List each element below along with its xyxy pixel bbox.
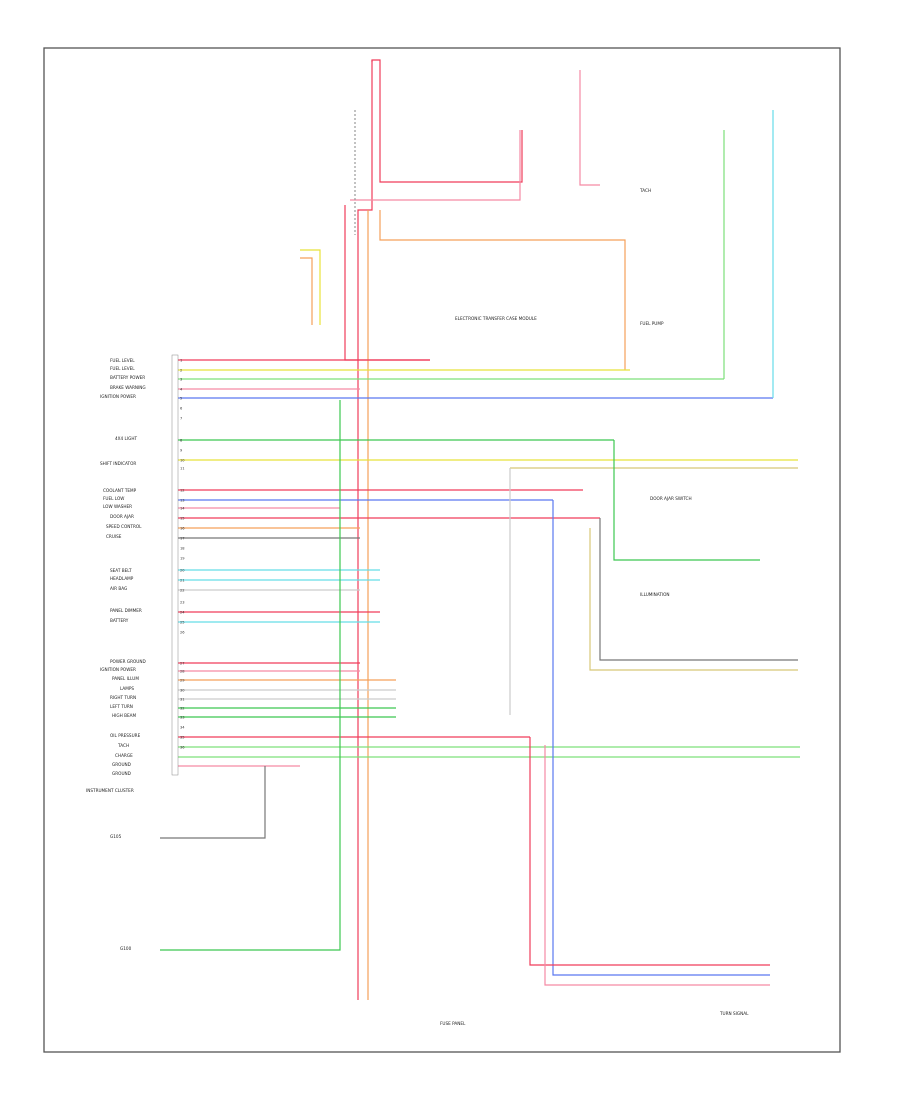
left-label-29: GROUND (112, 771, 131, 776)
pin-number: 17 (180, 536, 185, 540)
pin-number: 23 (180, 600, 185, 604)
wires (160, 59, 800, 1000)
left-label-11: SPEED CONTROL (106, 524, 142, 529)
left-label-13: SEAT BELT (110, 568, 132, 573)
left-label-12: CRUISE (106, 534, 122, 539)
label-fuel-pump: FUEL PUMP (640, 321, 664, 326)
pin-number: 1 (180, 358, 182, 362)
pin-number: 8 (180, 438, 183, 442)
left-label-8: FUEL LOW (103, 496, 124, 501)
wire-red-v (529, 737, 770, 966)
pin-number: 25 (180, 620, 185, 624)
left-label-14: HEADLAMP (110, 576, 134, 581)
pin-number: 16 (180, 526, 185, 530)
pin-number: 4 (180, 387, 183, 391)
pin-number: 34 (180, 725, 185, 729)
pin-number: 19 (180, 556, 185, 560)
pin-number: 13 (180, 498, 185, 502)
cluster-connector-pins (171, 354, 179, 776)
right-label-3: FUSE PANEL (440, 1021, 466, 1026)
left-label-21: LAMPS (120, 686, 134, 691)
left-label-27: CHARGE (115, 753, 133, 758)
pin-number: 11 (180, 466, 185, 470)
pin-number: 22 (180, 588, 185, 592)
wire-tan-v (589, 528, 798, 671)
connector-block (171, 354, 179, 776)
left-label-28: GROUND (112, 762, 131, 767)
left-label-2: BATTERY POWER (110, 375, 145, 380)
left-label-16: PANEL DIMMER (110, 608, 142, 613)
pin-number: 33 (180, 715, 185, 719)
label-tach: TACH (639, 188, 651, 193)
left-label-24: HIGH BEAM (112, 713, 136, 718)
label-g100: G100 (120, 946, 132, 951)
left-label-1: FUEL LEVEL (110, 366, 135, 371)
pin-number: 30 (180, 688, 185, 692)
wire-red-vertical-1 (357, 60, 373, 1000)
pin-number: 2 (180, 368, 182, 372)
label-etcm: ELECTRONIC TRANSFER CASE MODULE (455, 316, 537, 321)
diagram-frame (43, 47, 841, 1053)
pin-number: 12 (180, 488, 185, 492)
pin-number: 6 (180, 406, 183, 410)
left-label-0: FUEL LEVEL (110, 358, 135, 363)
pin-number: 14 (180, 506, 185, 510)
left-label-7: COOLANT TEMP (103, 488, 137, 493)
pin-number: 24 (180, 610, 185, 614)
left-label-10: DOOR AJAR (110, 514, 134, 519)
left-label-3: BRAKE WARNING (110, 385, 146, 390)
pin-number: 31 (180, 697, 185, 701)
pin-number: 10 (180, 458, 185, 462)
pin-number: 35 (180, 735, 185, 739)
wire-blue-v (552, 500, 770, 976)
pin-number: 9 (180, 448, 183, 452)
left-label-26: TACH (117, 743, 129, 748)
right-label-1: ILLUMINATION (640, 592, 670, 597)
pin-number: 15 (180, 516, 185, 520)
pin-number: 27 (180, 661, 185, 665)
labels: INSTRUMENT CLUSTER ELECTRONIC TRANSFER C… (86, 188, 749, 1026)
right-label-2: TURN SIGNAL (719, 1011, 749, 1016)
label-instrument-cluster: INSTRUMENT CLUSTER (86, 788, 134, 793)
wire-yellow-left (300, 249, 321, 325)
label-g105: G105 (110, 834, 122, 839)
left-label-6: SHIFT INDICATOR (100, 461, 136, 466)
left-label-4: IGNITION POWER (100, 394, 136, 399)
pin-numbers: 1234567891011121314151617181920212223242… (180, 358, 185, 749)
pin-number: 7 (180, 416, 182, 420)
wire-pink-v (544, 745, 770, 986)
left-label-15: AIR BAG (110, 586, 127, 591)
left-label-22: RIGHT TURN (110, 695, 136, 700)
left-label-9: LOW WASHER (103, 504, 132, 509)
wire-darkgray-lower (160, 766, 266, 839)
pin-number: 29 (180, 678, 185, 682)
pin-number: 21 (180, 578, 185, 582)
left-label-19: IGNITION POWER (100, 667, 136, 672)
pin-number: 36 (180, 745, 185, 749)
pin-number: 5 (180, 396, 182, 400)
wire-red-engine (350, 130, 521, 201)
pin-number: 32 (180, 706, 185, 710)
left-label-18: POWER GROUND (110, 659, 146, 664)
wire-gray-v (599, 518, 798, 661)
wire-orange-pump (379, 210, 626, 370)
wire-pink-right (579, 70, 600, 186)
pin-number: 3 (180, 377, 182, 381)
pin-number: 28 (180, 669, 185, 673)
pin-number: 18 (180, 546, 185, 550)
wire-green-v2 (613, 440, 760, 561)
left-label-23: LEFT TURN (110, 704, 133, 709)
right-label-0: DOOR AJAR SWITCH (650, 496, 692, 501)
wire-red-top (371, 59, 523, 183)
pin-number: 20 (180, 568, 185, 572)
left-label-20: PANEL ILLUM (112, 676, 139, 681)
wire-orange-left (300, 257, 313, 325)
left-label-5: 4X4 LIGHT (115, 436, 137, 441)
left-label-25: OIL PRESSURE (110, 733, 141, 738)
wire-green-lower (160, 400, 341, 951)
pin-number: 26 (180, 630, 185, 634)
left-label-17: BATTERY (110, 618, 129, 623)
